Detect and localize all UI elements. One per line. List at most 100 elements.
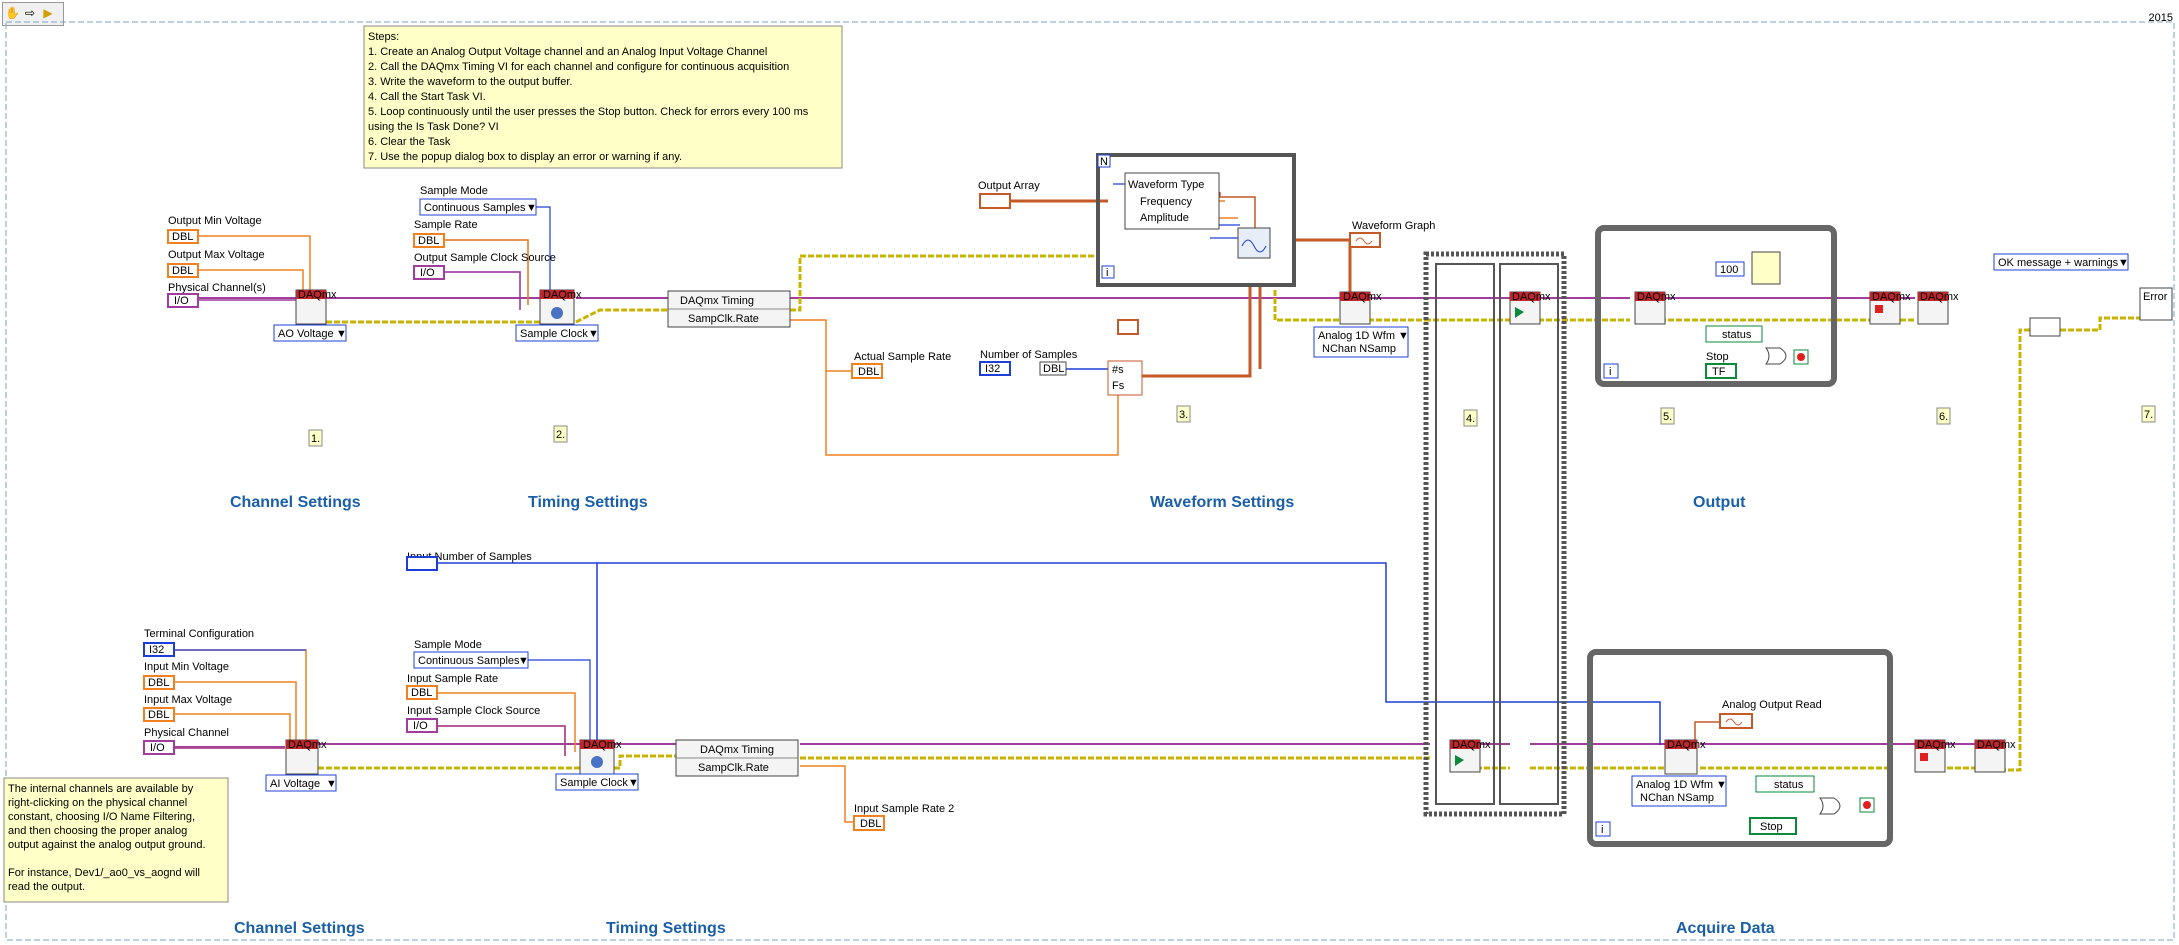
svg-text:2. Call the DAQmx Timing VI fo: 2. Call the DAQmx Timing VI for each cha… <box>368 61 789 73</box>
svg-text:i: i <box>1609 366 1611 378</box>
svg-text:I/O: I/O <box>413 720 428 732</box>
svg-text:2.: 2. <box>556 429 565 441</box>
output-array-terminal[interactable] <box>979 193 1011 209</box>
status-unbundle-bottom: status <box>1755 775 1815 793</box>
svg-text:AI Voltage: AI Voltage <box>270 778 320 790</box>
ai-voltage-ring[interactable]: AI Voltage ▼ <box>265 774 337 792</box>
output-while-loop: i <box>1595 225 1837 387</box>
svg-text:DAQmx: DAQmx <box>543 289 582 301</box>
physical-channels-terminal[interactable]: I/O <box>167 293 199 308</box>
daqmx-read-node[interactable]: DAQmx <box>1664 739 1706 775</box>
arrow-icon[interactable]: ⇨ <box>24 6 36 20</box>
hand-icon[interactable]: ✋ <box>5 6 20 20</box>
wait-ms-node[interactable] <box>1751 251 1781 285</box>
waveform-type-label: Waveform Type <box>1128 179 1204 191</box>
number-of-samples-terminal[interactable]: I32 <box>979 361 1011 376</box>
sample-mode-bottom-label: Sample Mode <box>414 639 482 651</box>
frequency-label: Frequency <box>1140 196 1192 208</box>
daqmx-clear-task-ao[interactable]: DAQmx <box>1917 291 1959 325</box>
terminal-configuration-terminal[interactable]: I32 <box>143 642 175 657</box>
daqmx-start-task-ao[interactable]: DAQmx <box>1509 291 1551 325</box>
wait-constant[interactable]: 100 <box>1715 261 1745 277</box>
analog-output-read-indicator <box>1719 713 1753 729</box>
svg-text:Fs: Fs <box>1112 380 1125 392</box>
daqmx-start-task-ai[interactable]: DAQmx <box>1449 739 1491 773</box>
analog-output-read-label: Analog Output Read <box>1722 699 1822 711</box>
svg-text:DAQmx: DAQmx <box>1977 739 2016 751</box>
svg-text:DAQmx: DAQmx <box>1452 739 1491 751</box>
simple-error-handler[interactable]: Error <box>2139 287 2173 321</box>
status-unbundle-top: status <box>1705 325 1763 343</box>
svg-text:Sample Clock: Sample Clock <box>560 777 628 789</box>
run-icon[interactable]: ▶ <box>43 6 53 20</box>
sample-clock-bottom-ring[interactable]: Sample Clock ▼ <box>555 773 639 791</box>
svg-text:DBL: DBL <box>860 818 881 830</box>
svg-text:DBL: DBL <box>418 235 439 247</box>
dialog-mode-ring[interactable]: OK message + warnings ▼ <box>1993 253 2129 271</box>
read-mode-ring[interactable]: Analog 1D Wfm NChan NSamp ▼ <box>1631 775 1727 807</box>
section-channel-settings-top: Channel Settings <box>230 494 361 511</box>
daqmx-timing-clock-bottom[interactable]: DAQmx <box>579 739 622 775</box>
is-task-done-node[interactable]: DAQmx <box>1634 291 1676 325</box>
svg-text:DBL: DBL <box>172 231 193 243</box>
amplitude-label: Amplitude <box>1140 212 1189 224</box>
svg-text:i: i <box>1106 267 1108 279</box>
input-number-of-samples-label: Input Number of Samples <box>407 551 532 563</box>
output-max-voltage-terminal[interactable]: DBL <box>167 263 199 278</box>
input-sample-rate-terminal[interactable]: DBL <box>406 685 438 700</box>
input-min-voltage-label: Input Min Voltage <box>144 661 229 673</box>
terminal-configuration-label: Terminal Configuration <box>144 628 254 640</box>
svg-text:DAQmx: DAQmx <box>1637 291 1676 303</box>
svg-text:Error: Error <box>2143 291 2168 303</box>
svg-text:I/O: I/O <box>174 295 189 307</box>
sample-mode-bottom-ring[interactable]: Continuous Samples ▼ <box>413 651 529 669</box>
daqmx-timing-property-bottom[interactable]: DAQmx Timing SampClk.Rate <box>675 739 799 777</box>
svg-text:5. Loop continuously until the: 5. Loop continuously until the user pres… <box>368 106 809 118</box>
svg-text:1.: 1. <box>311 433 320 445</box>
svg-text:DAQmx: DAQmx <box>1917 739 1956 751</box>
svg-text:DBL: DBL <box>148 677 169 689</box>
daqmx-timing-clock-top[interactable]: DAQmx <box>539 289 582 325</box>
input-number-of-samples-terminal[interactable] <box>406 556 438 571</box>
input-max-voltage-terminal[interactable]: DBL <box>143 707 175 722</box>
sample-mode-top-ring[interactable]: Continuous Samples ▼ <box>419 198 537 216</box>
write-mode-ring[interactable]: Analog 1D Wfm NChan NSamp ▼ <box>1313 326 1409 358</box>
daqmx-stop-task-ai[interactable]: DAQmx <box>1914 739 1956 773</box>
svg-text:DBL: DBL <box>411 687 432 699</box>
svg-text:output against the analog outp: output against the analog output ground. <box>8 839 206 851</box>
daqmx-timing-property-top[interactable]: DAQmx Timing SampClk.Rate <box>667 290 791 328</box>
svg-text:▼: ▼ <box>1716 779 1727 791</box>
daqmx-create-channel-ao[interactable]: DAQmx <box>295 289 337 325</box>
daqmx-stop-task-ao[interactable]: DAQmx <box>1869 291 1911 325</box>
svg-text:DAQmx: DAQmx <box>1920 291 1959 303</box>
or-node-bottom <box>1819 797 1841 815</box>
sampclk-rate-bottom-label: SampClk.Rate <box>698 762 769 774</box>
basic-function-generator[interactable] <box>1237 227 1271 259</box>
section-acquire-data: Acquire Data <box>1676 920 1775 937</box>
input-sample-rate-2-label: Input Sample Rate 2 <box>854 803 954 815</box>
stop-bottom-terminal[interactable]: Stop <box>1749 817 1797 835</box>
sample-clock-top-ring[interactable]: Sample Clock ▼ <box>515 324 599 342</box>
ao-voltage-ring[interactable]: AO Voltage ▼ <box>273 324 347 342</box>
output-sample-clock-source-terminal[interactable]: I/O <box>413 265 445 280</box>
daqmx-clear-task-ai[interactable]: DAQmx <box>1974 739 2016 773</box>
physical-channel-label: Physical Channel <box>144 727 229 739</box>
physical-channel-terminal[interactable]: I/O <box>143 740 175 755</box>
sample-rate-terminal[interactable]: DBL <box>413 233 445 248</box>
svg-text:7. Use the popup dialog box to: 7. Use the popup dialog box to display a… <box>368 151 682 163</box>
loop-condition-top[interactable] <box>1793 349 1809 365</box>
input-min-voltage-terminal[interactable]: DBL <box>143 675 175 690</box>
input-sample-clock-source-terminal[interactable]: I/O <box>406 718 438 733</box>
svg-text:DBL: DBL <box>1043 363 1064 375</box>
output-min-voltage-terminal[interactable]: DBL <box>167 229 199 244</box>
svg-text:5.: 5. <box>1663 411 1672 423</box>
svg-text:constant, choosing I/O Name Fi: constant, choosing I/O Name Filtering, <box>8 811 195 823</box>
input-max-voltage-label: Input Max Voltage <box>144 694 232 706</box>
input-sample-rate-label: Input Sample Rate <box>407 673 498 685</box>
loop-condition-bottom[interactable] <box>1859 797 1875 813</box>
stop-top-terminal[interactable]: TF <box>1705 363 1737 379</box>
acquire-while-loop: i <box>1587 649 1893 847</box>
daqmx-write-node[interactable]: DAQmx <box>1339 291 1382 325</box>
daqmx-create-channel-ai[interactable]: DAQmx <box>285 739 327 775</box>
section-timing-settings-top: Timing Settings <box>528 494 648 511</box>
